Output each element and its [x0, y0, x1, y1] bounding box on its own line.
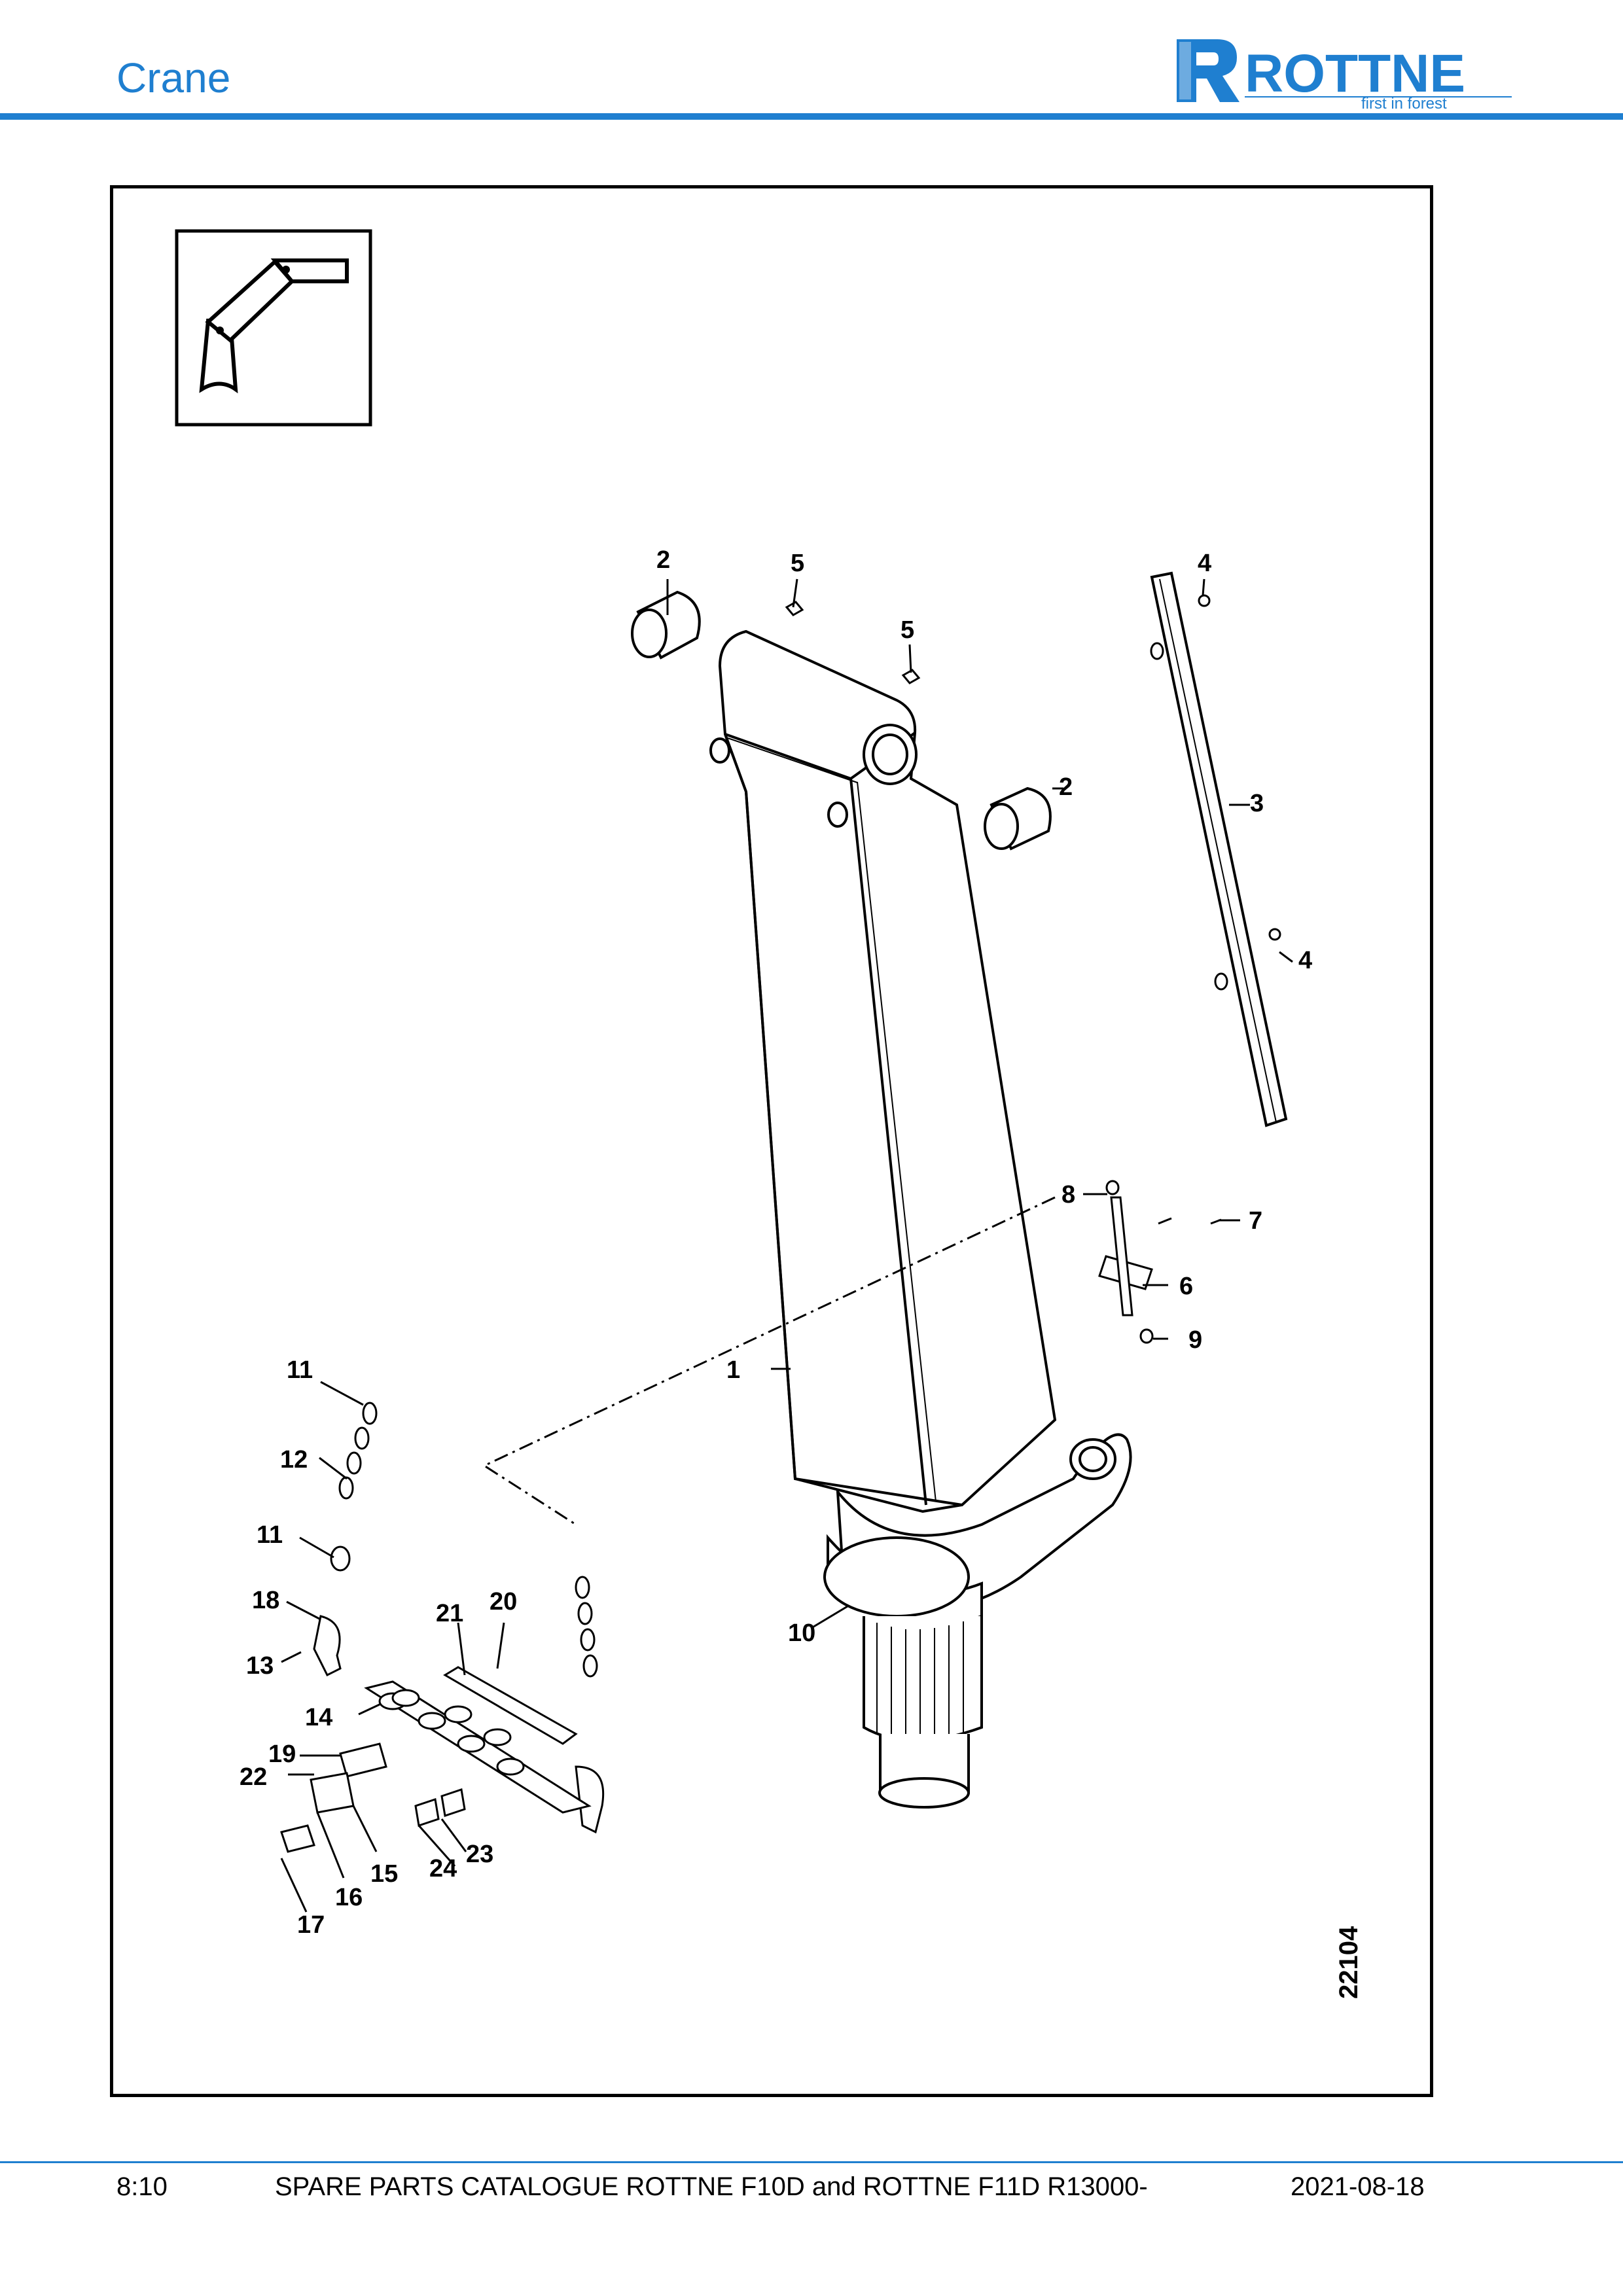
callout-20: 20 — [490, 1588, 517, 1616]
hose-holder-assembly — [280, 1402, 605, 1853]
leader-lines — [280, 578, 1293, 1913]
logo-tagline: first in forest — [1361, 95, 1447, 110]
callout-2b: 2 — [1059, 773, 1073, 801]
callout-3: 3 — [1250, 790, 1264, 817]
callout-11a: 11 — [287, 1356, 313, 1384]
callout-18: 18 — [252, 1587, 279, 1614]
callout-13: 13 — [246, 1652, 274, 1680]
footer-divider — [0, 2161, 1623, 2163]
page-title: Crane — [116, 54, 231, 101]
bushing-lower — [984, 786, 1052, 851]
callout-9: 9 — [1188, 1326, 1202, 1354]
callout-24: 24 — [429, 1855, 457, 1882]
callout-15: 15 — [370, 1860, 398, 1888]
hose-bracket — [1098, 1180, 1222, 1344]
callout-21: 21 — [436, 1600, 463, 1627]
rail-bolts — [1150, 594, 1281, 991]
rottne-logo: ROTTNE first in forest — [1177, 39, 1512, 110]
callout-17: 17 — [297, 1911, 325, 1939]
callout-5b: 5 — [901, 616, 914, 644]
callout-19: 19 — [268, 1740, 296, 1768]
footer-page-number: 8:10 — [116, 2172, 168, 2201]
logo-wordmark: ROTTNE — [1245, 44, 1465, 103]
boom-base-column — [823, 1433, 1132, 1809]
callout-7: 7 — [1249, 1207, 1262, 1235]
figure-frame — [110, 185, 1433, 2097]
callout-14: 14 — [305, 1704, 332, 1731]
callout-5a: 5 — [791, 550, 804, 577]
rottne-r-emblem-icon — [1177, 39, 1240, 102]
header-divider — [0, 113, 1623, 120]
boom-body — [709, 629, 1057, 1513]
callout-8: 8 — [1061, 1181, 1075, 1209]
callouts: 2 5 5 4 2 3 4 8 7 6 9 1 10 11 12 11 18 1… — [240, 546, 1312, 1939]
callout-2a: 2 — [656, 546, 670, 574]
callout-4b: 4 — [1298, 947, 1312, 974]
footer-date: 2021-08-18 — [1291, 2172, 1425, 2201]
footer-catalogue-title: SPARE PARTS CATALOGUE ROTTNE F10D and RO… — [275, 2172, 1148, 2201]
grease-nipples — [785, 601, 921, 684]
callout-4a: 4 — [1198, 550, 1211, 577]
bushing-upper — [631, 590, 701, 660]
callout-11b: 11 — [257, 1521, 283, 1549]
callout-10: 10 — [788, 1619, 815, 1647]
callout-1: 1 — [726, 1356, 740, 1384]
crane-section-icon — [175, 229, 372, 427]
callout-22: 22 — [240, 1763, 267, 1791]
callout-23: 23 — [466, 1841, 493, 1868]
guide-rail — [1150, 571, 1288, 1127]
callout-12: 12 — [280, 1446, 308, 1474]
callout-16: 16 — [335, 1884, 363, 1911]
drawing-reference-number: 22104 — [1334, 1926, 1363, 1999]
callout-6: 6 — [1179, 1273, 1193, 1300]
